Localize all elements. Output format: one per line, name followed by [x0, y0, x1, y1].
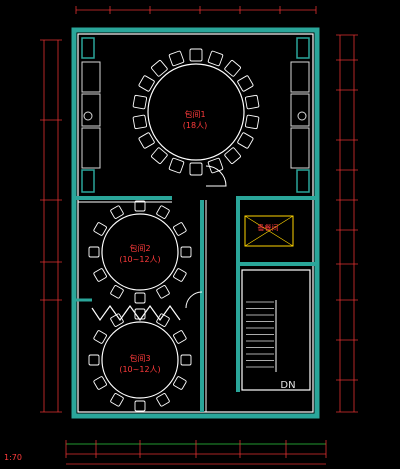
room2-chair [134, 200, 146, 212]
column-tl [81, 37, 95, 59]
folding-screen [91, 304, 181, 322]
building-walls [71, 27, 320, 419]
sofa-left-3 [81, 127, 101, 169]
room1-name: 包间1 [184, 109, 205, 119]
room2-chair [173, 222, 187, 236]
room-labels: 包间1 (18人) 包间2 (10~12人) 包间3 (10~12人) 备餐间 … [4, 109, 296, 462]
room3-chair [93, 330, 107, 344]
room3-chair [180, 354, 192, 366]
service-hatch-b [244, 215, 294, 247]
side-furniture [81, 61, 310, 169]
room3-chair [134, 308, 146, 320]
room1-chair [207, 50, 224, 67]
room1-table [147, 63, 245, 161]
inner-wall [77, 33, 314, 413]
room3-chair [156, 393, 170, 407]
room3-chair [134, 400, 146, 412]
room1-chair [151, 60, 168, 77]
room1-capacity: (18人) [183, 121, 207, 130]
room3-chair [110, 313, 124, 327]
sofa-left-1 [81, 61, 101, 93]
room2-chair [173, 268, 187, 282]
room1-chair [237, 132, 254, 149]
room3-chair [156, 313, 170, 327]
room3-chair [173, 330, 187, 344]
scale-label: 1:70 [4, 453, 22, 462]
door-room2 [185, 291, 203, 309]
room1-chair [168, 157, 185, 174]
room2-chair [110, 285, 124, 299]
service-room-label: 备餐间 [258, 223, 279, 232]
room1-chair [244, 94, 260, 110]
room3-chair [110, 393, 124, 407]
sofa-left-2 [81, 93, 101, 127]
sofa-right-2 [290, 93, 310, 127]
room3-chair [93, 376, 107, 390]
outer-wall [71, 27, 320, 419]
room1-chair [224, 147, 241, 164]
room1-chair [132, 94, 148, 110]
room1-chair [224, 60, 241, 77]
sofa-right-3 [290, 127, 310, 169]
room2-chair [180, 246, 192, 258]
room2-name: 包间2 [129, 243, 150, 253]
stair-steps [246, 301, 274, 368]
room1-chair [237, 75, 254, 92]
room2-chair [156, 285, 170, 299]
column-mr [296, 169, 310, 193]
lamp-right [297, 111, 307, 121]
room2-chair [88, 246, 100, 258]
room2-capacity: (10~12人) [119, 255, 160, 264]
room1-chair [138, 132, 155, 149]
room1-chair [207, 157, 224, 174]
service-room-counter [244, 215, 294, 247]
lamp-left [83, 111, 93, 121]
room2-chair [134, 292, 146, 304]
room2-chair [93, 268, 107, 282]
column-tr [296, 37, 310, 59]
room1-chair [168, 50, 185, 67]
room2-chair [93, 222, 107, 236]
room1-chair [138, 75, 155, 92]
room3-table [101, 321, 179, 399]
sofa-right-1 [290, 61, 310, 93]
room1-chair [132, 114, 148, 130]
room1-chair [189, 48, 203, 62]
room2-table [101, 213, 179, 291]
stair-well [241, 269, 311, 391]
dimension-lines [40, 6, 358, 465]
dining-tables [88, 48, 260, 412]
room1-chair [244, 114, 260, 130]
stair-dn-label: DN [280, 380, 295, 391]
room3-chair [173, 376, 187, 390]
room3-chair [88, 354, 100, 366]
room2-chair [110, 205, 124, 219]
room3-capacity: (10~12人) [119, 365, 160, 374]
room2-chair [156, 205, 170, 219]
column-ml [81, 169, 95, 193]
room1-chair [151, 147, 168, 164]
room3-name: 包间3 [129, 353, 150, 363]
room1-chair [189, 162, 203, 176]
